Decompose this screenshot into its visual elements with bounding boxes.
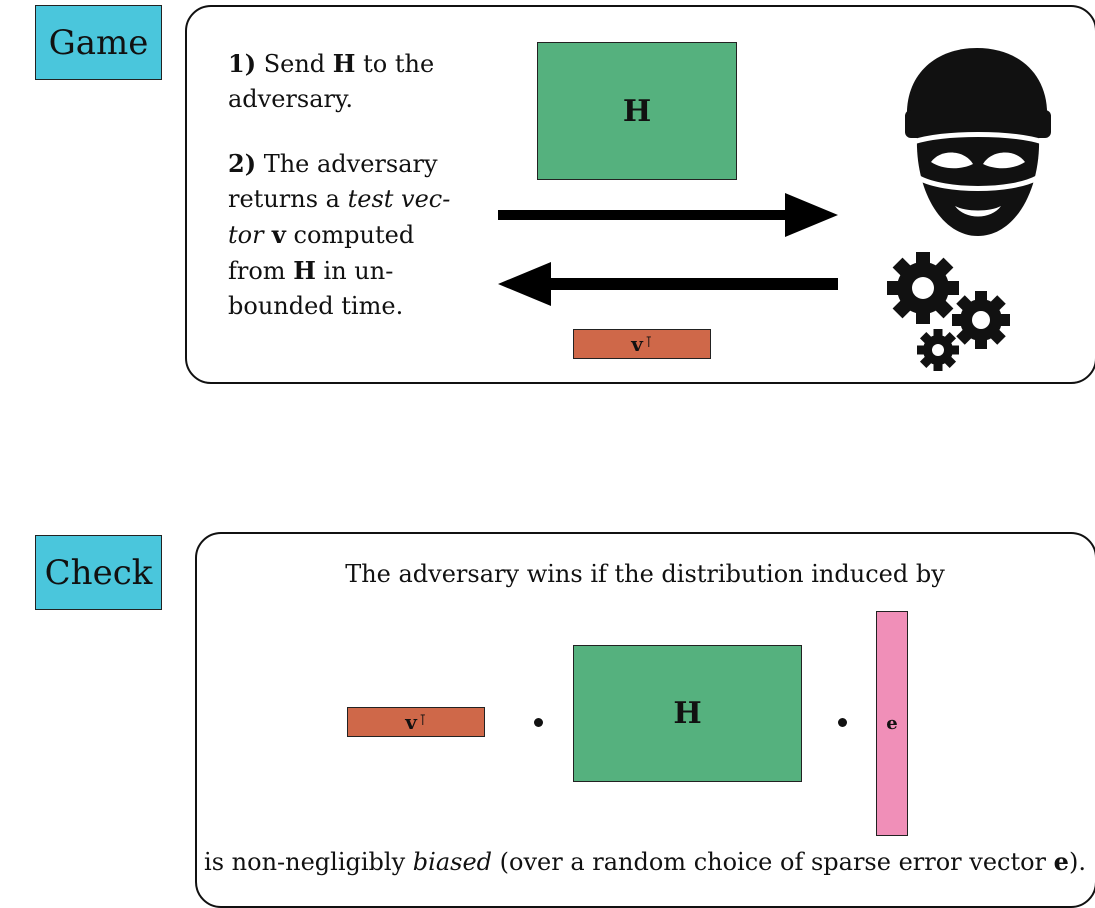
gears-icon [887,252,1010,371]
vector-vt-check-label: v [405,710,417,734]
transpose-symbol: ⊺ [644,333,653,351]
matrix-h-game-label: H [622,93,652,129]
game-label: Game [35,5,162,80]
matrix-h-check-label: H [673,696,702,731]
error-vector-e: e [876,611,908,836]
arrow-right [498,193,838,237]
vector-vt-check: v⊺ [347,707,485,737]
adversary-icon [905,48,1051,236]
check-label-text: Check [44,552,153,593]
matrix-h-game: H [537,42,737,180]
step-1-text: 1) Send H to the adversary. [228,49,435,113]
dot-operator-1 [534,718,543,727]
vector-vt-game: v⊺ [573,329,711,359]
arrows [498,193,838,306]
error-vector-e-label: e [886,713,898,734]
dot-operator-2 [838,718,847,727]
matrix-h-check: H [573,645,802,782]
game-label-text: Game [48,22,149,63]
step-2-text: 2) The adversary returns a test vec- tor… [228,149,451,320]
check-top-text: The adversary wins if the distribution i… [345,560,945,588]
check-bottom-text: is non-negligibly biased (over a random … [204,847,1086,876]
vector-vt-game-label: v [631,332,643,356]
check-label: Check [35,535,162,610]
transpose-symbol-check: ⊺ [418,711,427,729]
arrow-left [498,262,838,306]
